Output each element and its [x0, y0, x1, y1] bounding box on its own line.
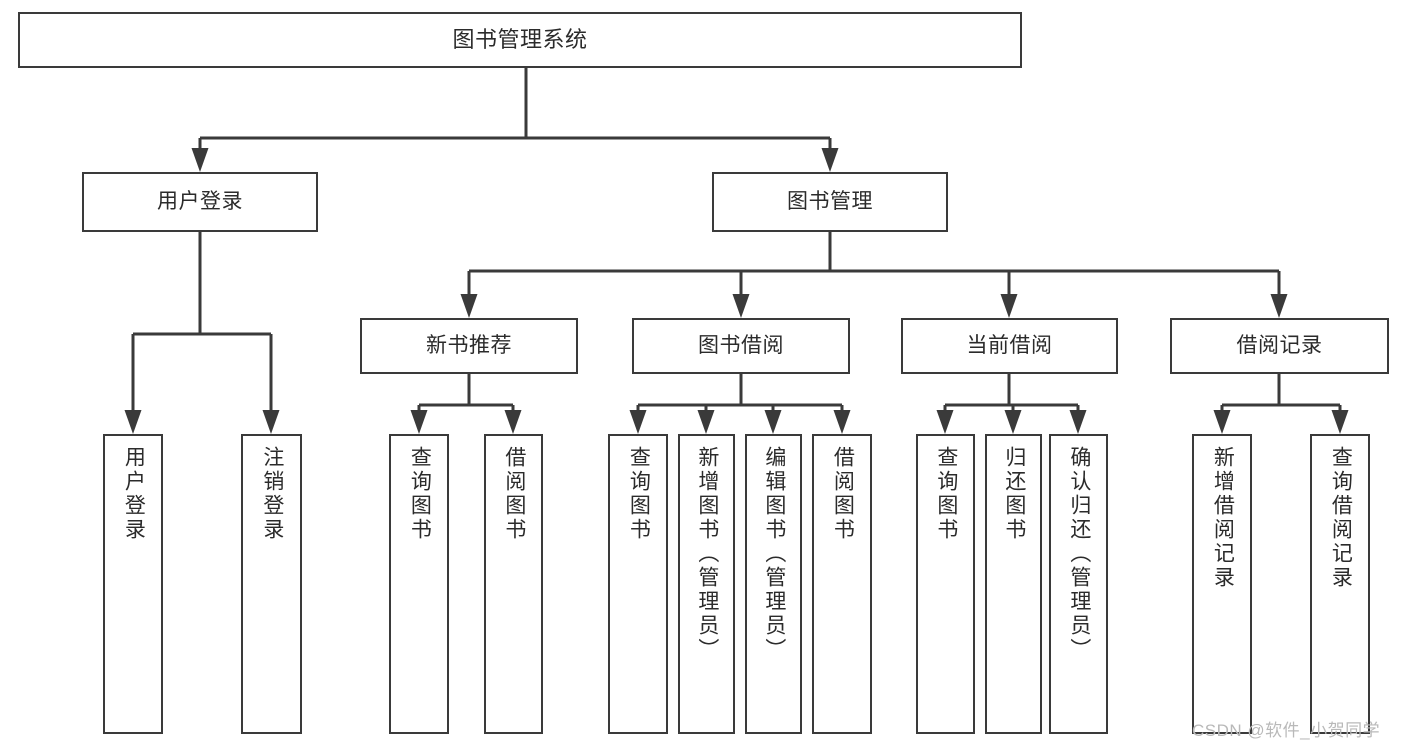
level2-2-to-leaf-8-arrowhead	[936, 410, 954, 434]
node-level2-图书借阅-1[interactable]: 图书借阅	[632, 318, 850, 374]
node-level2-当前借阅-2-label: 当前借阅	[966, 333, 1053, 357]
node-level1-图书管理-1-label: 图书管理	[787, 189, 873, 213]
login-to-leaf-1-arrowhead	[262, 410, 280, 434]
node-leaf-用户登录-0[interactable]: 用户登录	[103, 434, 163, 734]
level2-0-to-leaf-2-arrowhead	[410, 410, 428, 434]
node-leaf-查询图书-2-label: 查询图书	[408, 446, 432, 542]
node-leaf-注销登录-1-label: 注销登录	[260, 446, 284, 542]
node-leaf-新增借阅记录-11-label: 新增借阅记录	[1211, 446, 1235, 590]
node-level2-新书推荐-0[interactable]: 新书推荐	[360, 318, 578, 374]
level2-3-to-leaf-11-arrowhead	[1213, 410, 1231, 434]
level2-2-to-leaf-10-arrowhead	[1069, 410, 1087, 434]
node-level2-新书推荐-0-label: 新书推荐	[426, 333, 512, 357]
node-leaf-借阅图书-3[interactable]: 借阅图书	[484, 434, 543, 734]
node-leaf-查询借阅记录-12-label: 查询借阅记录	[1329, 446, 1353, 590]
node-leaf-查询图书-8-label: 查询图书	[934, 446, 958, 542]
node-level1-用户登录-0-label: 用户登录	[157, 189, 243, 213]
level2-1-to-leaf-7-arrowhead	[833, 410, 851, 434]
manage-to-level2-1-arrowhead	[732, 294, 750, 318]
root-to-level1-0-arrowhead	[191, 148, 209, 172]
node-leaf-编辑图书管理员-6[interactable]: 编辑图书（管理员）	[745, 434, 802, 734]
watermark-label: CSDN @软件_小贺同学	[1192, 721, 1381, 740]
node-level2-当前借阅-2[interactable]: 当前借阅	[901, 318, 1118, 374]
level2-1-to-leaf-6-arrowhead	[764, 410, 782, 434]
level2-3-to-leaf-12-arrowhead	[1331, 410, 1349, 434]
manage-to-level2-3-arrowhead	[1270, 294, 1288, 318]
root-to-level1-1-arrowhead	[821, 148, 839, 172]
node-leaf-借阅图书-7-label: 借阅图书	[831, 446, 855, 542]
node-leaf-借阅图书-7[interactable]: 借阅图书	[812, 434, 872, 734]
node-leaf-查询图书-4[interactable]: 查询图书	[608, 434, 668, 734]
node-leaf-注销登录-1[interactable]: 注销登录	[241, 434, 302, 734]
node-leaf-用户登录-0-label: 用户登录	[122, 446, 146, 542]
node-leaf-查询图书-8[interactable]: 查询图书	[916, 434, 975, 734]
node-leaf-确认归还管理员-10-label: 确认归还（管理员）	[1067, 446, 1091, 662]
level2-2-to-leaf-9-arrowhead	[1004, 410, 1022, 434]
manage-to-level2-2-arrowhead	[1000, 294, 1018, 318]
level2-1-to-leaf-5-arrowhead	[697, 410, 715, 434]
node-root[interactable]: 图书管理系统	[18, 12, 1022, 68]
node-level2-借阅记录-3-label: 借阅记录	[1236, 333, 1323, 357]
node-leaf-借阅图书-3-label: 借阅图书	[502, 446, 526, 542]
node-leaf-归还图书-9-label: 归还图书	[1002, 446, 1026, 542]
level2-1-to-leaf-4-arrowhead	[629, 410, 647, 434]
node-leaf-新增图书管理员-5[interactable]: 新增图书（管理员）	[678, 434, 735, 734]
node-level2-借阅记录-3[interactable]: 借阅记录	[1170, 318, 1389, 374]
level2-0-to-leaf-3-arrowhead	[504, 410, 522, 434]
node-level1-用户登录-0[interactable]: 用户登录	[82, 172, 318, 232]
node-level1-图书管理-1[interactable]: 图书管理	[712, 172, 948, 232]
node-leaf-新增图书管理员-5-label: 新增图书（管理员）	[695, 446, 719, 662]
node-leaf-查询图书-4-label: 查询图书	[627, 446, 651, 542]
node-leaf-查询借阅记录-12[interactable]: 查询借阅记录	[1310, 434, 1370, 734]
node-leaf-编辑图书管理员-6-label: 编辑图书（管理员）	[762, 446, 786, 662]
login-to-leaf-0-arrowhead	[124, 410, 142, 434]
node-leaf-确认归还管理员-10[interactable]: 确认归还（管理员）	[1049, 434, 1108, 734]
node-leaf-归还图书-9[interactable]: 归还图书	[985, 434, 1042, 734]
node-leaf-新增借阅记录-11[interactable]: 新增借阅记录	[1192, 434, 1252, 734]
node-root-label: 图书管理系统	[452, 27, 588, 53]
manage-to-level2-0-arrowhead	[460, 294, 478, 318]
node-leaf-查询图书-2[interactable]: 查询图书	[389, 434, 449, 734]
node-level2-图书借阅-1-label: 图书借阅	[698, 333, 784, 357]
